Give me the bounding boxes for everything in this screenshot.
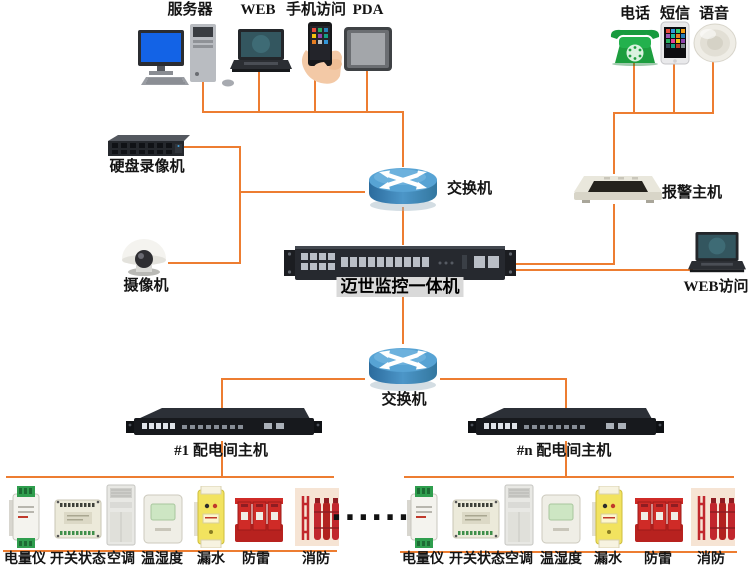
connector-line: [633, 56, 635, 112]
connector-line: [402, 288, 404, 344]
connector-line: [565, 441, 567, 477]
label-water-leak: 漏水: [197, 552, 225, 567]
dome-camera-icon: [119, 229, 169, 277]
tablet-icon: [343, 26, 393, 72]
label-switch-bottom: 交换机: [381, 392, 427, 408]
connector-line: [221, 441, 223, 477]
label-switch-status: 开关状态: [449, 552, 505, 567]
smartphone-icon: [660, 21, 690, 65]
label-sms: 短信: [659, 6, 691, 22]
water-leak-icon: [193, 486, 229, 548]
connector-line: [366, 68, 368, 111]
label-surge-protector: 防雷: [242, 552, 270, 567]
speaker-icon: [693, 23, 737, 63]
connector-line: [613, 112, 714, 114]
air-conditioner-icon: [106, 484, 136, 546]
label-air-conditioner: 空调: [107, 552, 135, 567]
connector-line: [440, 378, 566, 380]
label-host-1: #1 配电间主机: [174, 443, 268, 459]
connector-line: [184, 146, 240, 148]
connector-line: [239, 191, 365, 193]
label-water-leak: 漏水: [594, 552, 622, 567]
telephone-icon: [607, 26, 663, 66]
label-temp-humidity: 温湿度: [141, 552, 183, 567]
connector-line: [6, 476, 334, 478]
ellipsis-separator: ......: [330, 493, 412, 528]
temp-humidity-icon: [143, 494, 183, 544]
air-conditioner-icon: [504, 484, 534, 546]
label-air-conditioner: 空调: [505, 552, 533, 567]
temp-humidity-icon: [541, 494, 581, 544]
label-web: WEB: [240, 2, 276, 18]
connector-line: [712, 56, 714, 112]
label-dvr: 硬盘录像机: [109, 159, 185, 175]
surge-protector-icon: [633, 494, 685, 546]
distribution-host-1-icon: [126, 404, 322, 444]
label-web-access: WEB访问: [683, 279, 749, 295]
label-fire-protection: 消防: [697, 552, 725, 567]
connector-line: [168, 262, 239, 264]
label-fire-protection: 消防: [302, 552, 330, 567]
connector-line: [202, 111, 404, 113]
laptop-icon: [230, 28, 292, 76]
connector-line: [402, 207, 404, 245]
fire-protection-icon: [691, 488, 735, 548]
label-pda: PDA: [352, 2, 384, 18]
connector-line: [314, 78, 316, 111]
connector-line: [673, 60, 675, 112]
connector-line: [400, 551, 737, 553]
label-switch-top: 交换机: [447, 181, 493, 197]
connector-line: [565, 378, 567, 408]
connector-line: [513, 263, 615, 265]
label-alarm-host: 报警主机: [662, 185, 723, 201]
connector-line: [202, 78, 204, 111]
connector-line: [258, 70, 260, 111]
connector-line: [613, 204, 615, 265]
switch-icon-bottom: [362, 340, 444, 392]
label-camera: 摄像机: [123, 278, 169, 294]
alarm-host-icon: [574, 170, 662, 208]
label-host-n: #n 配电间主机: [516, 443, 612, 459]
connector-line: [3, 550, 337, 552]
connector-line: [221, 378, 223, 408]
switch-status-icon: [54, 496, 102, 542]
label-telephone: 电话: [619, 6, 651, 22]
water-leak-icon: [591, 486, 627, 548]
connector-line: [513, 269, 693, 271]
hand-phone-icon: [296, 20, 344, 86]
desktop-server-icon: [138, 24, 238, 88]
switch-icon-top: [362, 160, 444, 212]
connector-line: [613, 112, 615, 174]
surge-protector-icon: [233, 494, 285, 546]
switch-status-icon: [452, 496, 500, 542]
connector-line: [402, 111, 404, 167]
label-power-meter: 电量仪: [4, 552, 46, 567]
dvr-icon: [106, 132, 190, 160]
label-voice: 语音: [698, 6, 730, 22]
connector-line: [222, 378, 365, 380]
label-server: 服务器: [167, 2, 213, 18]
label-switch-status: 开关状态: [50, 552, 106, 567]
label-main-unit: 迈世监控一体机: [336, 277, 464, 297]
label-surge-protector: 防雷: [644, 552, 672, 567]
power-meter-icon: [7, 486, 45, 548]
distribution-host-n-icon: [468, 404, 664, 444]
label-temp-humidity: 温湿度: [540, 552, 582, 567]
web-access-laptop-icon: [688, 231, 746, 276]
label-power-meter: 电量仪: [402, 552, 444, 567]
connector-line: [404, 476, 734, 478]
connector-line: [239, 146, 241, 264]
label-mobile-access: 手机访问: [285, 2, 347, 18]
